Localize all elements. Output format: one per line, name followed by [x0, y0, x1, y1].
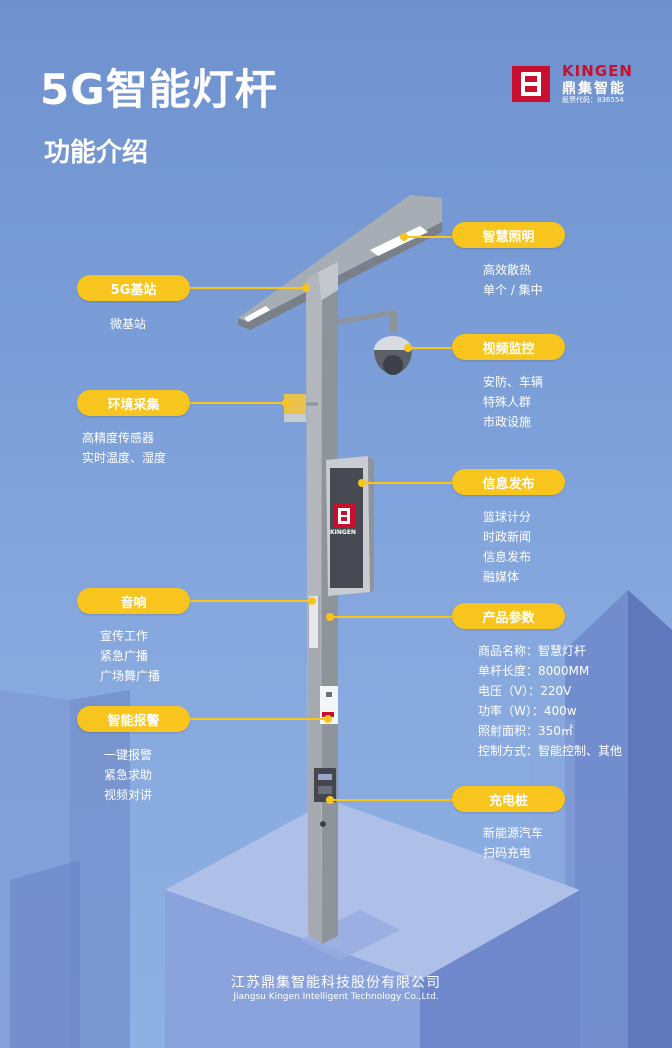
- feature-item: 高精度传感器: [82, 431, 155, 445]
- logo-name-cn: 鼎集智能: [562, 81, 626, 97]
- footer-company-cn: 江苏鼎集智能科技股份有限公司: [231, 975, 441, 991]
- feature-desc-video: 安防、车辆 特殊人群 市政设施: [483, 372, 543, 432]
- feature-item: 紧急广播: [100, 649, 149, 663]
- feature-label-video: 视频监控: [452, 334, 565, 360]
- feature-label-alarm: 智能报警: [77, 706, 190, 732]
- feature-desc-speaker: 宣传工作 紧急广播 广场舞广播: [100, 626, 160, 686]
- feature-label-5g-base-station: 5G基站: [77, 275, 190, 301]
- page-title: 5G智能灯杆: [40, 65, 278, 114]
- feature-desc-charging: 新能源汽车 扫码充电: [483, 823, 543, 863]
- feature-desc-5g-base-station: 微基站: [110, 314, 146, 334]
- footer-company-en: Jiangsu Kingen Intelligent Technology Co…: [233, 992, 439, 1002]
- feature-item: 扫码充电: [483, 846, 532, 860]
- feature-desc-info-release: 篮球计分 时政新闻 信息发布 融媒体: [483, 507, 531, 587]
- page-subtitle: 功能介绍: [44, 138, 149, 168]
- feature-item: 实时温度、湿度: [82, 451, 167, 465]
- feature-item: 篮球计分: [483, 510, 532, 524]
- display-logo-icon: [333, 504, 355, 528]
- feature-label-charging: 充电桩: [452, 786, 565, 812]
- feature-item: 市政设施: [483, 415, 532, 429]
- feature-item: 宣传工作: [100, 629, 149, 643]
- feature-item: 紧急求助: [104, 768, 153, 782]
- feature-item: 安防、车辆: [483, 375, 544, 389]
- feature-label-speaker: 音响: [77, 588, 190, 614]
- feature-desc-lighting: 高效散热 单个 / 集中: [483, 260, 543, 300]
- feature-label-params: 产品参数: [452, 603, 565, 629]
- feature-label-environment: 环境采集: [77, 390, 190, 416]
- feature-item: 特殊人群: [483, 395, 532, 409]
- logo-name-en: KINGEN: [562, 62, 633, 80]
- display-logo-text: KINGEN: [330, 529, 356, 536]
- feature-desc-params: 商品名称：智慧灯杆 单杆长度：8000MM 电压（V）：220V 功率（W）：4…: [478, 641, 622, 761]
- feature-label-lighting: 智慧照明: [452, 222, 565, 248]
- feature-item: 电压（V）：220V: [478, 684, 572, 698]
- feature-item: 高效散热: [483, 263, 532, 277]
- feature-desc-environment: 高精度传感器 实时温度、湿度: [82, 428, 166, 468]
- feature-item: 单个 / 集中: [483, 283, 543, 297]
- feature-item: 功率（W）：400w: [478, 704, 577, 718]
- kingen-logo-icon: [512, 66, 550, 102]
- feature-item: 单杆长度：8000MM: [478, 664, 590, 678]
- feature-item: 广场舞广播: [100, 669, 161, 683]
- feature-item: 融媒体: [483, 570, 520, 584]
- feature-item: 视频对讲: [104, 788, 153, 802]
- feature-item: 微基站: [110, 317, 147, 331]
- logo-stock-code: 股票代码：836554: [562, 96, 624, 104]
- feature-item: 控制方式：智能控制、其他: [478, 744, 623, 758]
- feature-desc-alarm: 一键报警 紧急求助 视频对讲: [104, 745, 152, 805]
- feature-label-info-release: 信息发布: [452, 469, 565, 495]
- feature-item: 一键报警: [104, 748, 153, 762]
- feature-item: 信息发布: [483, 550, 532, 564]
- brand-logo: KINGEN 鼎集智能 股票代码：836554: [508, 62, 638, 106]
- feature-item: 商品名称：智慧灯杆: [478, 644, 587, 658]
- feature-item: 时政新闻: [483, 530, 532, 544]
- feature-item: 新能源汽车: [483, 826, 544, 840]
- feature-item: 照射面积：350㎡: [478, 724, 573, 738]
